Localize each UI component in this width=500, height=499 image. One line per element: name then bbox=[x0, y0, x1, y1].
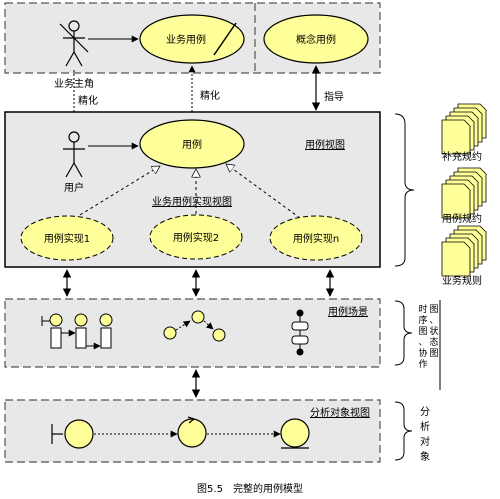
figure-caption: 图5.5 完整的用例模型 bbox=[197, 482, 303, 495]
business-actor bbox=[59, 20, 89, 67]
concept-use-case-label: 概念用例 bbox=[296, 33, 336, 46]
doc-stack-usecase-spec bbox=[441, 167, 487, 219]
guide-label: 指导 bbox=[324, 90, 344, 103]
entity-object-icon bbox=[280, 418, 310, 449]
control-object-icon bbox=[177, 416, 207, 448]
state-diagram-icon bbox=[291, 309, 309, 356]
refine-center-label: 精化 bbox=[200, 89, 220, 102]
user-actor-label: 用户 bbox=[64, 181, 84, 194]
realization-1 bbox=[20, 215, 114, 261]
realization-1-arrow bbox=[74, 165, 160, 219]
realization-2-label: 用例实现2 bbox=[173, 231, 219, 244]
realization-view-title: 业务用例实现视图 bbox=[152, 195, 232, 208]
analysis-title: 分析对象视图 bbox=[310, 406, 370, 419]
analysis-brace bbox=[394, 401, 413, 461]
scenario-brace bbox=[394, 300, 413, 366]
collaboration-diagram-icon bbox=[163, 310, 226, 342]
doc-label-business-rules: 业务规则 bbox=[442, 274, 482, 287]
realization-1-label: 用例实现1 bbox=[44, 232, 90, 245]
realization-n-label: 用例实现n bbox=[293, 232, 339, 245]
analysis-side-label: 分析对象 bbox=[420, 406, 430, 463]
refine-left-label: 精化 bbox=[78, 94, 98, 107]
business-use-case bbox=[139, 14, 245, 64]
business-use-case-label: 业务用例 bbox=[166, 33, 206, 46]
boundary-object-icon bbox=[51, 419, 94, 449]
doc-label-supplementary: 补充规约 bbox=[442, 150, 482, 163]
user-actor bbox=[63, 131, 85, 178]
business-use-case-slash bbox=[213, 22, 237, 56]
doc-stack-business-rules bbox=[441, 225, 487, 277]
concept-use-case bbox=[263, 14, 369, 64]
use-case-label: 用例 bbox=[182, 138, 202, 151]
sequence-diagram-icon bbox=[41, 313, 113, 350]
use-case bbox=[139, 119, 245, 169]
realization-n bbox=[269, 215, 363, 261]
use-case-view-brace bbox=[394, 113, 415, 267]
doc-stack-supplementary bbox=[441, 103, 487, 155]
doc-label-usecase-spec: 用例规约 bbox=[442, 212, 482, 225]
realization-2 bbox=[149, 214, 243, 260]
use-case-view-title: 用例视图 bbox=[305, 138, 345, 151]
scenario-title: 用例场景 bbox=[328, 305, 368, 318]
scenario-side-label: 时序图、协作图、状态图 bbox=[418, 303, 438, 370]
